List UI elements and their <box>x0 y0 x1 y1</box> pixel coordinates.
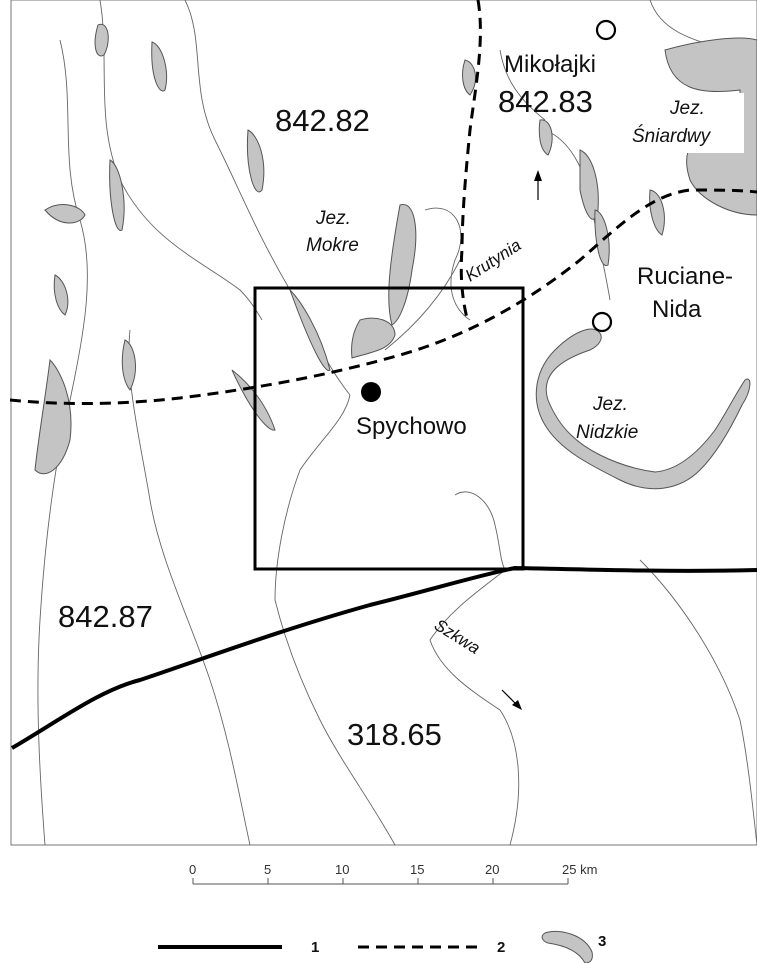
scale-tick-25km: 25 km <box>562 862 597 877</box>
lake-shape <box>579 149 599 220</box>
legend-lake-icon <box>541 930 593 963</box>
flow-arrows <box>501 170 542 710</box>
lake-shape <box>351 317 396 359</box>
scale-tick-15: 15 <box>410 862 424 877</box>
town-label-mikolajki: Mikołajki <box>504 51 596 78</box>
catchment-label-842-87: 842.87 <box>58 599 153 634</box>
town-marker-ruciane-nida <box>591 311 613 333</box>
lake-shape <box>594 209 610 266</box>
town-label-spychowo: Spychowo <box>356 413 467 440</box>
scale-tick-20: 20 <box>485 862 499 877</box>
town-label-ruciane-line1: Ruciane- <box>637 263 733 290</box>
legend-label-1: 1 <box>311 939 319 956</box>
lake-shape-nidzkie <box>535 328 751 490</box>
major-boundary <box>10 565 757 750</box>
lake-shape <box>34 358 72 475</box>
lake-shape-sniardwy <box>664 37 757 216</box>
minor-boundary <box>459 0 482 323</box>
legend: 1 2 3 <box>158 930 606 963</box>
scale-tick-10: 10 <box>335 862 349 877</box>
minor-boundary <box>9 188 757 406</box>
lake-shape-mokre <box>388 204 417 326</box>
catchment-label-318-65: 318.65 <box>347 717 442 752</box>
legend-label-2: 2 <box>497 939 505 956</box>
lake-label-mokre-line1: Jez. <box>315 208 351 229</box>
lake-shape <box>109 159 125 231</box>
river-label-krutynia: Krutynia <box>462 235 525 285</box>
lakes-layer <box>34 23 757 490</box>
lake-shape <box>121 339 136 391</box>
lake-shape <box>44 204 86 224</box>
scale-bar: 0 5 10 15 20 25 km <box>189 862 597 885</box>
lake-shape <box>246 129 265 193</box>
label-backdrop <box>626 93 744 153</box>
town-marker-mikolajki <box>595 19 617 41</box>
boundary-lines <box>9 0 757 750</box>
lake-shape <box>53 274 69 316</box>
map-frame <box>10 0 757 846</box>
town-label-ruciane-line2: Nida <box>652 296 702 323</box>
lake-label-nidzkie-line2: Nidzkie <box>576 422 638 443</box>
lake-label-nidzkie-line1: Jez. <box>592 394 628 415</box>
lake-shape <box>538 119 553 156</box>
scale-tick-0: 0 <box>189 862 196 877</box>
study-area-box <box>253 286 525 571</box>
lake-shape <box>289 289 331 371</box>
lake-label-mokre-line2: Mokre <box>306 235 359 256</box>
river-label-szkwa: Szkwa <box>431 615 484 658</box>
lake-label-sniardwy-line2: Śniardwy <box>632 125 712 147</box>
lake-label-sniardwy-line1: Jez. <box>669 98 705 119</box>
catchment-label-842-82: 842.82 <box>275 103 370 138</box>
catchment-label-842-83: 842.83 <box>498 84 593 119</box>
town-marker-spychowo <box>361 382 381 402</box>
lake-shape <box>94 23 109 57</box>
scale-tick-5: 5 <box>264 862 271 877</box>
lake-shape <box>462 59 476 96</box>
lake-shape <box>151 41 167 92</box>
legend-label-3: 3 <box>598 933 606 950</box>
